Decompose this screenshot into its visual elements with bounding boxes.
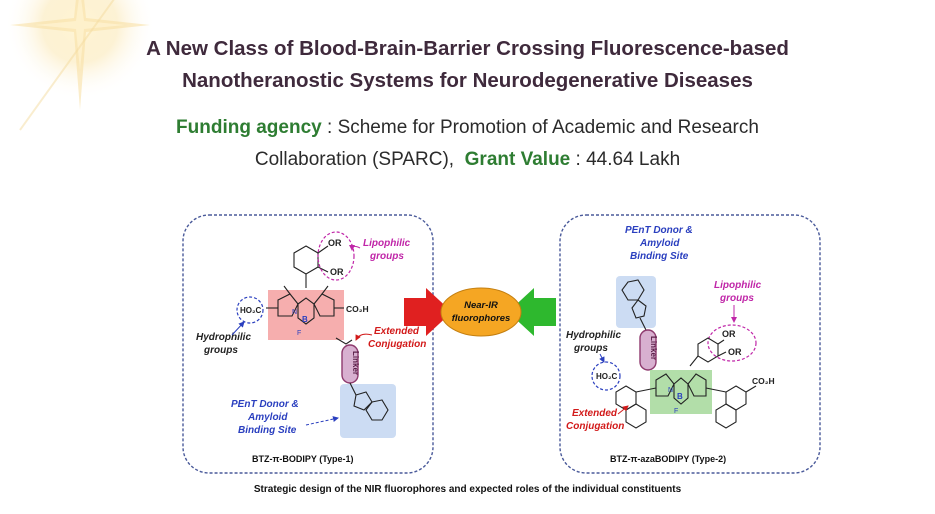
left-nitrogen: N: [292, 309, 297, 316]
nir-label-2: fluorophores: [452, 313, 511, 324]
left-pent-label-1: PEnT Donor &: [231, 399, 299, 410]
left-co2h: CO₂H: [346, 304, 369, 314]
right-molecule-name: BTZ-π-azaBODIPY (Type-2): [610, 454, 726, 464]
left-molecule-name: BTZ-π-BODIPY (Type-1): [252, 454, 354, 464]
right-linker: [639, 329, 657, 371]
left-or1: OR: [328, 238, 342, 248]
right-pent-label-2: Amyloid: [639, 238, 680, 249]
nir-ellipse: [440, 287, 522, 337]
left-lipophilic-arrow: [349, 244, 361, 251]
left-fluorine: F: [297, 330, 301, 337]
left-phenyl-or: [293, 245, 329, 288]
right-pent-label-3: Binding Site: [630, 251, 689, 262]
left-hydrophilic-label-2: groups: [203, 345, 238, 356]
left-panel-frame: [182, 214, 434, 474]
right-linker-text: Linker: [649, 336, 658, 360]
right-panel-frame: [559, 214, 821, 474]
left-pent-label-2: Amyloid: [247, 412, 288, 423]
right-extended-label-2: Conjugation: [566, 421, 624, 432]
left-ho2c: HO₂C: [240, 306, 262, 315]
funding-line-2: Collaboration (SPARC), Grant Value : 44.…: [0, 145, 935, 175]
funding-agency-value-1: Scheme for Promotion of Academic and Res…: [337, 117, 759, 138]
left-extended-arrow: [355, 333, 373, 341]
right-pent-label-1: PEnT Donor &: [625, 225, 693, 236]
right-aza-core: [635, 373, 727, 405]
star-glow-decoration: [5, 0, 155, 131]
grant-value: 44.64 Lakh: [586, 149, 681, 170]
left-vinyl: [335, 337, 353, 345]
left-hydrophilic-label-1: Hydrophilic: [196, 332, 251, 343]
grant-value-label: Grant Value: [464, 149, 571, 170]
left-boron: B: [302, 315, 308, 324]
nir-label-1: Near-IR: [464, 300, 498, 311]
right-hydrophilic-arrow: [599, 353, 605, 363]
left-lipophilic-circle: [317, 231, 355, 281]
left-lipophilic-label-1: Lipophilic: [363, 238, 411, 249]
right-benzothiazole: [621, 279, 647, 331]
right-ho2c: HO₂C: [596, 372, 618, 381]
right-nitrogen: N: [668, 387, 673, 394]
left-benzothiazole: [349, 382, 389, 421]
left-lipophilic-label-2: groups: [369, 251, 404, 262]
right-extended-arrow: [617, 405, 629, 415]
funding-line-1: Funding agency : Scheme for Promotion of…: [0, 113, 935, 143]
left-or2: OR: [330, 267, 344, 277]
right-hydrophilic-label-1: Hydrophilic: [566, 330, 621, 341]
figure-caption: Strategic design of the NIR fluorophores…: [253, 484, 682, 495]
green-arrow: [508, 288, 556, 336]
left-hydrophilic-circle: [236, 296, 264, 324]
right-or2: OR: [728, 347, 742, 357]
grant-value-separator: :: [570, 149, 587, 170]
right-or1: OR: [722, 329, 736, 339]
left-hydrophilic-arrow: [231, 321, 245, 336]
right-lipophilic-circle: [707, 324, 757, 362]
left-btz-highlight: [340, 384, 396, 438]
right-extended-label-1: Extended: [572, 408, 618, 419]
left-extended-label-2: Conjugation: [368, 339, 426, 350]
right-boron: B: [677, 392, 683, 401]
right-fluorine: F: [674, 408, 678, 415]
funding-agency-separator: :: [321, 117, 338, 138]
left-pent-label-3: Binding Site: [238, 425, 297, 436]
right-co2h: CO₂H: [752, 376, 775, 386]
left-bodipy-core: [266, 285, 344, 325]
funding-agency-label: Funding agency: [176, 117, 322, 138]
right-lipophilic-label-2: groups: [719, 293, 754, 304]
right-hydrophilic-label-2: groups: [573, 343, 608, 354]
red-arrow: [404, 288, 452, 336]
right-hydrophilic-circle: [591, 361, 621, 391]
left-linker-text: Linker: [351, 351, 360, 375]
left-extended-label-1: Extended: [374, 326, 420, 337]
page-title-line-1: A New Class of Blood-Brain-Barrier Cross…: [146, 37, 789, 60]
right-phenyl-or: [689, 337, 727, 367]
funding-agency-value-2: Collaboration (SPARC),: [254, 149, 455, 170]
left-pent-arrow: [305, 416, 339, 426]
right-lipophilic-label-1: Lipophilic: [714, 280, 762, 291]
page-title-line-2: Nanotheranostic Systems for Neurodegener…: [182, 69, 753, 92]
